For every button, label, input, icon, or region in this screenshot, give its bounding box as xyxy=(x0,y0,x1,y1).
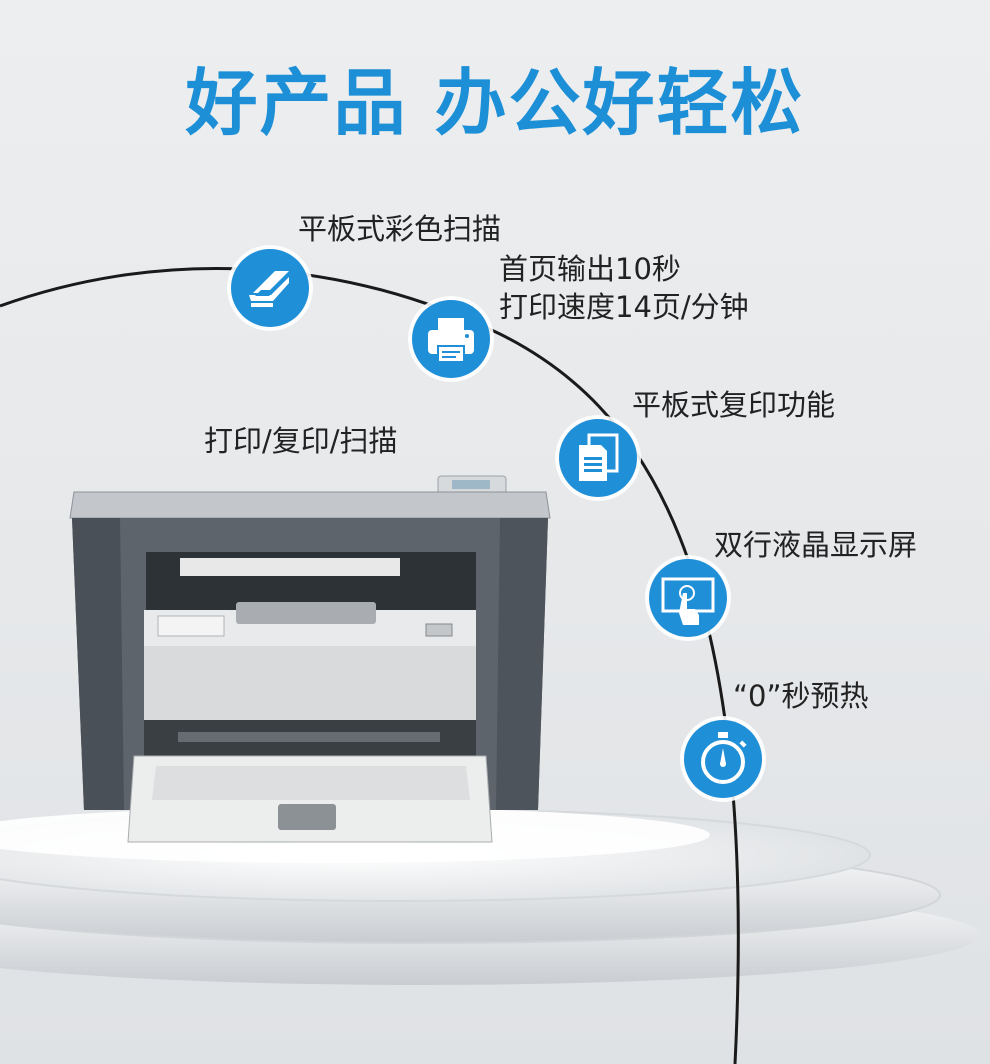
feature-text-warmup: “0”秒预热 xyxy=(733,677,869,715)
page-headline: 好产品 办公好轻松 xyxy=(185,61,805,145)
printer-image xyxy=(69,475,551,843)
feature-arc-line xyxy=(0,266,740,1064)
document-copy-icon xyxy=(579,433,619,481)
feature-badge-warmup xyxy=(684,720,762,798)
feature-badge-scan xyxy=(231,249,309,327)
printer-icon xyxy=(428,318,474,363)
feature-text-scan: 平板式彩色扫描 xyxy=(298,210,501,248)
feature-text-print: 首页输出10秒 打印速度14页/分钟 xyxy=(499,250,749,326)
printer-caption: 打印/复印/扫描 xyxy=(204,424,398,458)
feature-text-copy: 平板式复印功能 xyxy=(632,386,835,424)
feature-badge-copy xyxy=(559,419,637,497)
feature-text-lcd: 双行液晶显示屏 xyxy=(714,526,917,564)
touch-screen-icon xyxy=(661,577,715,625)
feature-badge-print xyxy=(412,300,490,378)
feature-line: “0”秒预热 xyxy=(733,679,869,713)
feature-badge-lcd xyxy=(649,559,727,637)
flatbed-scanner-icon xyxy=(249,271,289,307)
feature-line: 打印速度14页/分钟 xyxy=(499,290,749,324)
feature-line: 平板式彩色扫描 xyxy=(298,212,502,246)
feature-line: 平板式复印功能 xyxy=(632,388,836,422)
feature-line: 首页输出10秒 xyxy=(499,252,681,286)
feature-line: 双行液晶显示屏 xyxy=(714,528,918,562)
stopwatch-icon xyxy=(701,732,747,784)
